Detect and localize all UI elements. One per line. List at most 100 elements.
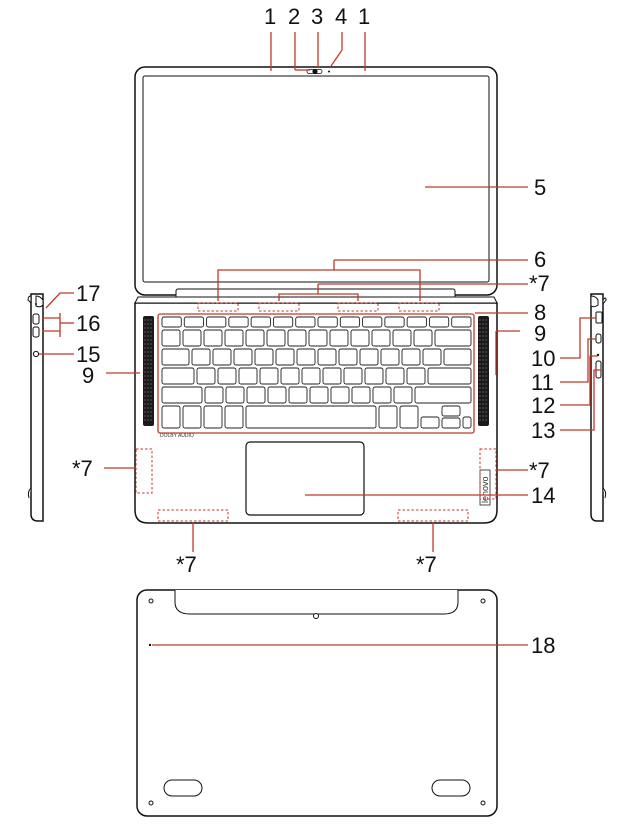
caps-key xyxy=(161,367,195,385)
callout-12: 12 xyxy=(531,393,555,418)
callout-3: 3 xyxy=(311,4,323,29)
keyboard-key xyxy=(266,329,286,347)
keyboard-key xyxy=(259,367,279,385)
keyboard-key xyxy=(224,405,244,429)
callout-7-right: *7 xyxy=(529,458,550,483)
callout-4: 4 xyxy=(335,4,347,29)
function-key xyxy=(295,316,316,328)
keyboard-key xyxy=(275,348,295,366)
function-key xyxy=(250,316,271,328)
space-key xyxy=(245,405,377,429)
keyboard-key xyxy=(330,386,350,404)
callout-1-right: 1 xyxy=(358,4,370,29)
callout-2: 2 xyxy=(288,4,300,29)
keyboard-key xyxy=(225,386,245,404)
keyboard-key xyxy=(322,367,342,385)
keyboard-key xyxy=(380,348,400,366)
keyboard-key xyxy=(399,405,419,429)
laptop-lid xyxy=(134,66,498,304)
keyboard-key xyxy=(343,367,363,385)
dolby-audio-label: DOLBY AUDIO xyxy=(160,433,194,439)
keyboard-key xyxy=(203,329,223,347)
keyboard-key xyxy=(245,329,265,347)
keyboard-key xyxy=(196,367,216,385)
charge-light-icon xyxy=(35,303,37,305)
keyboard-key xyxy=(204,386,224,404)
callout-1-left: 1 xyxy=(264,4,276,29)
shift-left-key xyxy=(161,386,203,404)
foot-left xyxy=(163,779,203,797)
callout-15: 15 xyxy=(76,342,100,367)
function-key xyxy=(428,316,450,328)
keyboard-key xyxy=(191,348,211,366)
keyboard-key xyxy=(338,348,358,366)
backspace-key xyxy=(434,329,472,347)
keyboard-key xyxy=(280,367,300,385)
callout-16: 16 xyxy=(76,311,100,336)
keyboard-key xyxy=(233,348,253,366)
keyboard-key xyxy=(224,329,244,347)
power-button xyxy=(595,333,602,344)
camera-lens-icon xyxy=(312,68,318,75)
keyboard-key xyxy=(288,386,308,404)
keyboard-key xyxy=(309,386,329,404)
function-key xyxy=(362,316,383,328)
left-side-view xyxy=(27,293,44,522)
callout-8: 8 xyxy=(534,300,546,325)
function-key xyxy=(206,316,227,328)
keyboard-key xyxy=(296,348,316,366)
callout-7-left: *7 xyxy=(72,456,93,481)
function-key xyxy=(317,316,338,328)
callout-18: 18 xyxy=(531,633,555,658)
callout-9-left: 9 xyxy=(82,363,94,388)
keyboard-key xyxy=(212,348,232,366)
keyboard-key xyxy=(161,405,181,429)
function-key xyxy=(451,316,472,328)
keyboard-key xyxy=(372,386,392,404)
keyboard-key xyxy=(351,386,371,404)
keyboard-key xyxy=(254,348,274,366)
keyboard-key xyxy=(364,367,384,385)
speaker-grill-left xyxy=(143,316,154,426)
callout-9-right: 9 xyxy=(534,321,546,346)
keyboard-key xyxy=(161,329,181,347)
function-key xyxy=(384,316,405,328)
keyboard-key xyxy=(371,329,391,347)
dashed-regions xyxy=(135,302,497,522)
keyboard xyxy=(161,316,472,429)
function-key xyxy=(406,316,427,328)
enter-key xyxy=(427,367,472,385)
touchpad xyxy=(245,441,365,516)
camera-light-icon xyxy=(328,70,330,73)
callout-14: 14 xyxy=(531,483,555,508)
keyboard-key xyxy=(385,367,405,385)
usb-a-port xyxy=(595,311,603,324)
function-key xyxy=(339,316,361,328)
keyboard-key xyxy=(378,405,398,429)
function-key xyxy=(272,316,294,328)
callout-7-top: *7 xyxy=(529,271,550,296)
keyboard-key xyxy=(350,329,370,347)
keyboard-key xyxy=(182,329,202,347)
function-key xyxy=(183,316,205,328)
foot-right xyxy=(431,779,471,797)
keyboard-key xyxy=(422,348,442,366)
keyboard-key xyxy=(392,329,412,347)
keyboard-key xyxy=(246,386,266,404)
keyboard-key xyxy=(238,367,258,385)
callout-11: 11 xyxy=(531,370,554,395)
keyboard-key xyxy=(317,348,337,366)
callout-7-bottom-left: *7 xyxy=(176,552,197,577)
speaker-grill-right xyxy=(478,316,489,426)
usb-c-port-1 xyxy=(32,313,40,325)
keyboard-key xyxy=(393,386,413,404)
callout-numbers: 1 2 3 4 1 5 6 *7 8 9 9 17 16 15 10 11 12… xyxy=(72,4,555,658)
lenovo-logo-badge xyxy=(479,469,491,506)
right-side-view xyxy=(590,293,607,522)
keyboard-key xyxy=(359,348,379,366)
arrow-right-key xyxy=(462,416,472,429)
keyboard-key xyxy=(203,405,223,429)
keyboard-key xyxy=(267,386,287,404)
shift-right-key xyxy=(414,386,472,404)
